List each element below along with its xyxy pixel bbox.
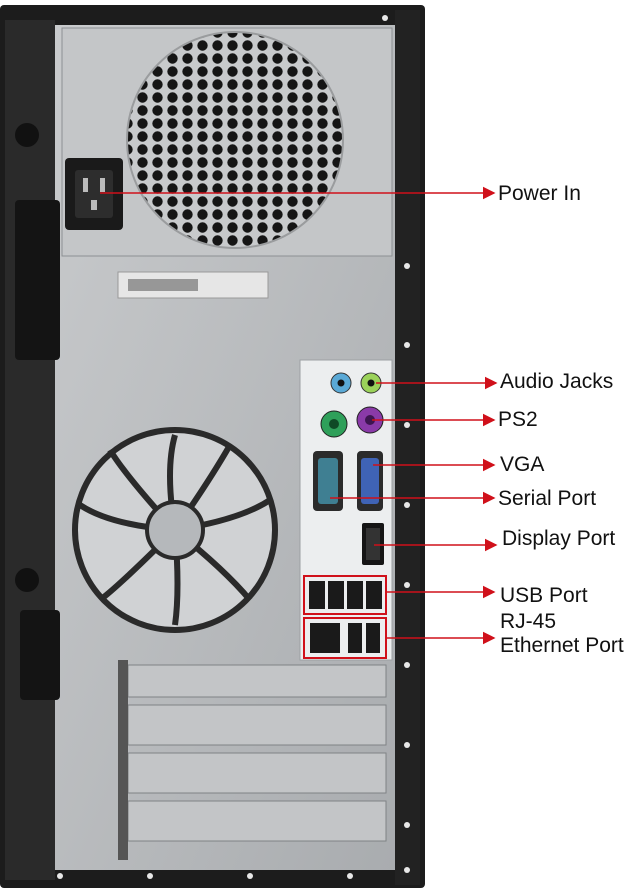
- label-ethernet-port: Ethernet Port: [500, 635, 624, 657]
- barcode-sticker: [117, 271, 269, 299]
- display-port-icon: [362, 523, 384, 565]
- io-panel: [299, 359, 393, 661]
- label-audio-jacks: Audio Jacks: [500, 370, 614, 393]
- label-power-in: Power In: [498, 182, 581, 205]
- label-serial-port: Serial Port: [498, 487, 597, 510]
- serial-port-icon: [313, 451, 343, 511]
- ps2-port-icon: [320, 406, 384, 438]
- label-display-port: Display Port: [502, 527, 616, 550]
- power-socket-icon: [65, 158, 123, 230]
- audio-jack-icon: [330, 372, 382, 394]
- fan-grille-icon: [126, 31, 344, 249]
- power-supply: [61, 27, 393, 257]
- expansion-slot-icon: [118, 660, 387, 860]
- label-vga: VGA: [500, 453, 545, 476]
- label-ps2: PS2: [498, 408, 538, 431]
- label-rj45: RJ-45: [500, 610, 557, 633]
- usb-port-icon: [303, 575, 387, 615]
- case-fan-icon: [72, 427, 278, 633]
- ethernet-port-icon: [303, 617, 387, 659]
- rail-screws: [57, 15, 410, 879]
- leader-lines: [100, 186, 498, 645]
- label-usb-port: USB Port: [500, 584, 588, 607]
- vga-port-icon: [357, 451, 383, 511]
